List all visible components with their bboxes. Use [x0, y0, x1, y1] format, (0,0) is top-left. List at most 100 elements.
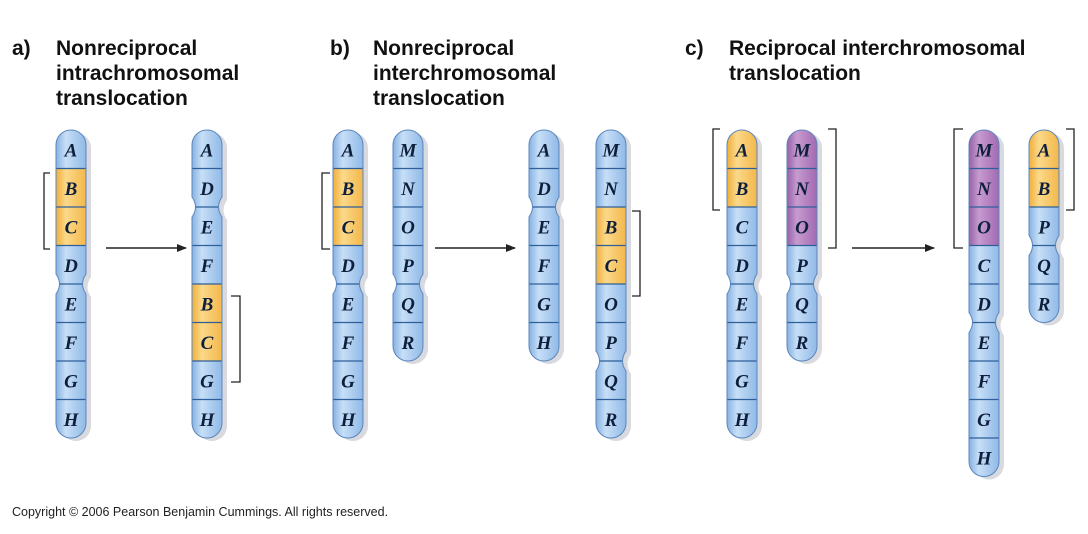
gene-segment-g	[56, 361, 86, 400]
panel-a-letter: a)	[12, 37, 31, 60]
gene-label-m: M	[793, 140, 812, 161]
gene-label-f: F	[977, 371, 991, 392]
gene-label-h: H	[340, 410, 357, 431]
gene-segment-b	[192, 284, 222, 323]
gene-segment-a	[727, 130, 757, 169]
copyright-text: Copyright © 2006 Pearson Benjamin Cummin…	[12, 505, 388, 519]
gene-label-e: E	[341, 294, 355, 315]
gene-segment-f	[727, 322, 757, 362]
chromosome-outline	[191, 129, 223, 439]
gene-segment-n	[596, 168, 626, 208]
gene-label-e: E	[64, 294, 78, 315]
gene-label-h: H	[734, 410, 751, 431]
gene-segment-r	[393, 322, 423, 361]
gene-label-p: P	[604, 333, 617, 354]
gene-segment-c	[596, 245, 626, 285]
gene-segment-f	[529, 245, 559, 285]
gene-segment-h	[529, 322, 559, 361]
gene-label-h: H	[976, 448, 993, 469]
gene-label-b: B	[1037, 179, 1051, 200]
gene-label-d: D	[340, 256, 355, 277]
gene-segment-o	[596, 284, 626, 323]
panel-c-title-line-1: Reciprocal interchromosomal	[729, 37, 1025, 60]
gene-segment-c	[192, 322, 222, 362]
gene-label-c: C	[342, 217, 355, 238]
gene-label-q: Q	[795, 294, 809, 315]
gene-label-c: C	[65, 217, 78, 238]
gene-segment-h	[192, 399, 222, 438]
gene-label-d: D	[63, 256, 78, 277]
gene-label-d: D	[976, 294, 991, 315]
gene-segment-d	[56, 245, 86, 285]
gene-label-q: Q	[604, 371, 618, 392]
gene-label-g: G	[341, 371, 355, 392]
gene-segment-a	[1029, 130, 1059, 169]
gene-segment-d	[969, 284, 1000, 323]
chromosome-outline	[55, 129, 87, 439]
gene-label-a: A	[64, 140, 78, 161]
gene-segment-c	[56, 207, 86, 246]
gene-label-e: E	[537, 217, 551, 238]
chromosome-outline	[1028, 129, 1060, 323]
gene-label-e: E	[977, 333, 991, 354]
gene-label-g: G	[537, 294, 551, 315]
gene-segment-a	[333, 130, 363, 169]
gene-label-m: M	[975, 140, 994, 161]
chromosome-outline	[332, 129, 364, 439]
panel-a-title-line-3: translocation	[56, 87, 188, 110]
gene-segment-a	[56, 130, 86, 169]
panel-c-title-line-2: translocation	[729, 62, 861, 85]
gene-label-r: R	[795, 333, 809, 354]
gene-label-c: C	[605, 256, 618, 277]
gene-label-h: H	[536, 333, 553, 354]
gene-segment-g	[333, 361, 363, 400]
gene-label-b: B	[604, 217, 618, 238]
panel-b-title-line-2: interchromosomal	[373, 62, 556, 85]
gene-segment-f	[969, 361, 1000, 400]
gene-segment-q	[787, 284, 817, 323]
panel-c-bracket-before-right	[828, 128, 837, 249]
gene-label-b: B	[341, 179, 355, 200]
gene-segment-g	[192, 361, 222, 400]
panel-b-letter: b)	[330, 37, 350, 60]
gene-label-p: P	[401, 256, 414, 277]
panel-c-bracket-after-left	[953, 128, 963, 249]
gene-label-f: F	[200, 256, 214, 277]
gene-segment-q	[596, 361, 626, 400]
gene-segment-e	[727, 284, 757, 323]
gene-label-c: C	[736, 217, 749, 238]
gene-segment-f	[333, 322, 363, 362]
gene-segment-b	[596, 207, 626, 246]
gene-label-d: D	[734, 256, 749, 277]
gene-label-a: A	[1037, 140, 1051, 161]
gene-label-f: F	[735, 333, 749, 354]
gene-segment-p	[596, 322, 626, 362]
gene-label-e: E	[200, 217, 214, 238]
gene-segment-r	[1029, 284, 1059, 323]
gene-label-o: O	[604, 294, 618, 315]
gene-label-o: O	[401, 217, 415, 238]
gene-segment-h	[56, 399, 86, 438]
gene-label-p: P	[1037, 217, 1050, 238]
chromosome-outline	[595, 129, 627, 439]
gene-label-a: A	[200, 140, 214, 161]
gene-label-b: B	[200, 294, 214, 315]
gene-segment-b	[1029, 168, 1059, 208]
gene-segment-f	[192, 245, 222, 285]
gene-segment-h	[333, 399, 363, 438]
gene-segment-e	[192, 207, 222, 246]
gene-segment-n	[969, 168, 1000, 208]
gene-segment-f	[56, 322, 86, 362]
gene-label-p: P	[795, 256, 808, 277]
gene-segment-m	[393, 130, 423, 169]
gene-segment-b	[727, 168, 757, 208]
gene-label-c: C	[978, 256, 991, 277]
gene-segment-m	[969, 130, 1000, 169]
gene-segment-r	[787, 322, 817, 361]
gene-segment-o	[787, 207, 817, 246]
